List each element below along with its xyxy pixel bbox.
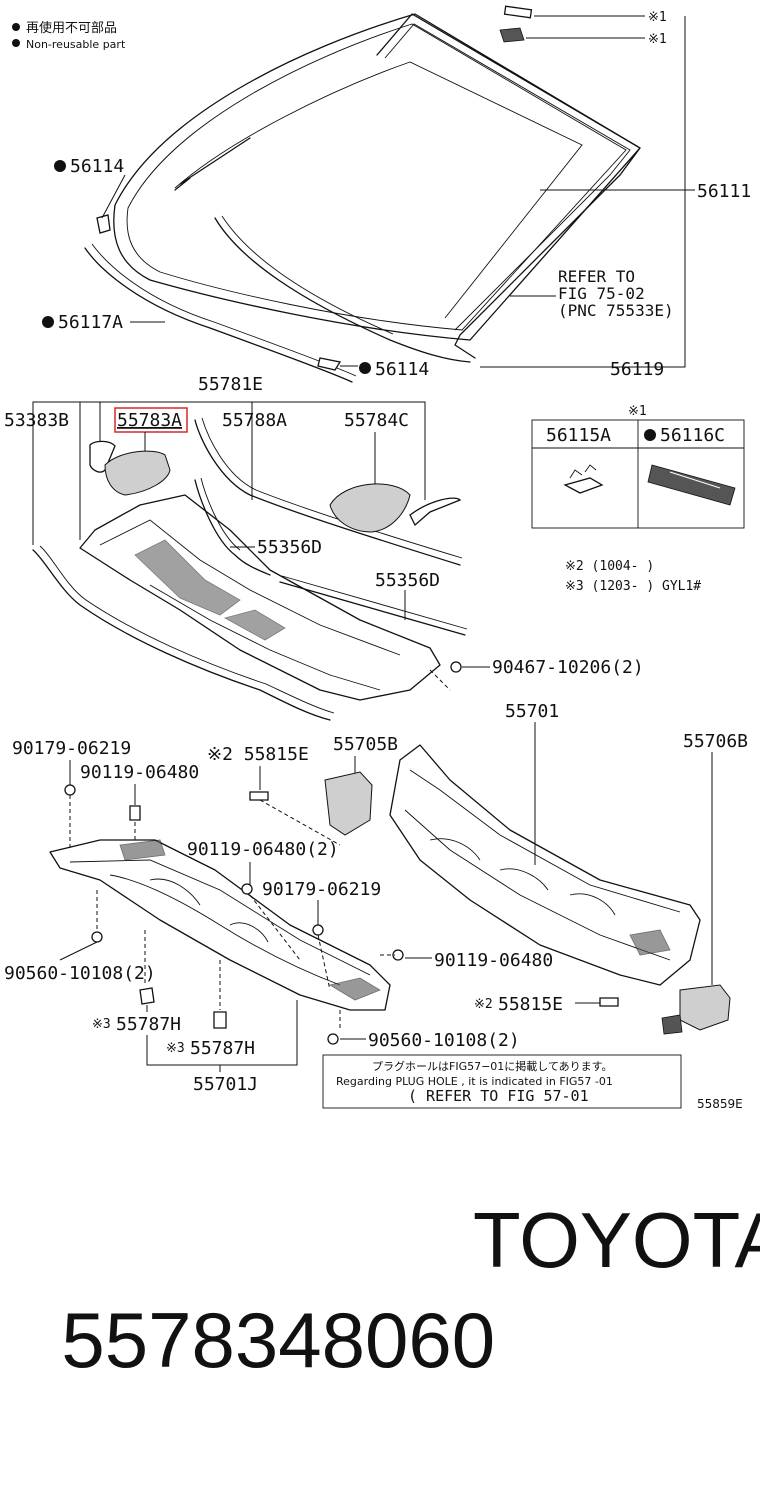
weatherstrip [214,217,471,363]
refer-line-1: REFER TO [558,267,635,286]
windshield-molding-56119 [376,13,641,359]
clip-56114 [96,214,111,234]
label-56114: 56114 [70,156,124,177]
brand-name: TOYOTA [473,1196,760,1284]
parts-diagram: 再使用不可部品 Non-reusable part ※1 ※1 56111 56… [4,5,751,1111]
label-90119-c: 90119-06480 [434,950,553,971]
clip-56114-bottom [317,357,342,371]
highlight-box [114,407,188,433]
label-55784c: 55784C [344,410,409,431]
plug-note-jp: プラグホールはFIG57−01に掲載してあります。 [372,1059,613,1073]
label-90179-b: 90179-06219 [262,879,381,900]
clip-55787h-b [213,1011,227,1029]
label-55706b: 55706B [683,731,748,752]
bracket-55705b [324,771,373,836]
label-90560-a: 90560-10108(2) [4,963,156,984]
label-55788a: 55788A [222,410,287,431]
rubber-53383b [32,549,331,721]
clip-top [503,5,533,19]
label-55815e-b: 55815E [498,994,563,1015]
cowl-panel-55701 [389,744,701,986]
clip-55815e-a [249,791,269,801]
label-mark1-a: ※1 [648,10,667,25]
footer: 5578348060 TOYOTA [18,1190,760,1384]
label-55787h-a: 55787H [116,1014,181,1035]
label-56116c: 56116C [660,425,725,446]
clip-55706b [661,1014,683,1035]
label-90119-b: 90119-06480(2) [187,839,339,860]
label-55701j: 55701J [193,1074,258,1095]
legend-en: Non-reusable part [26,38,126,51]
label-55356d-a: 55356D [257,537,322,558]
label-mark3-b: ※3 [166,1041,185,1056]
label-90119-a: 90119-06480 [80,762,199,783]
label-55356d-b: 55356D [375,570,440,591]
label-mark2: ※2 [474,997,493,1012]
clip-55787h-a [139,987,155,1005]
clip-90119-c [392,949,404,961]
cover-55783a [104,450,171,496]
clip-90467 [450,661,462,673]
label-mark1-b: ※1 [648,32,667,47]
label-56111: 56111 [697,181,751,202]
label-56119: 56119 [610,359,664,380]
label-55815e-a: ※2 55815E [207,744,309,765]
label-56115a: 56115A [546,425,611,446]
note-3: ※3 (1203- ) GYL1# [565,579,701,594]
legend-jp: 再使用不可部品 [26,20,117,36]
label-56117a: 56117A [58,312,123,333]
plug-note-en: Regarding PLUG HOLE , it is indicated in… [336,1075,613,1088]
cover-55784c [329,483,411,533]
seal-strip [409,497,462,527]
refer-line-2: FIG 75-02 [558,284,645,303]
bracket-55706b [679,984,731,1031]
label-mark3-a: ※3 [92,1017,111,1032]
part-56115a [563,477,604,494]
cowl-panel-55701j [49,839,391,1011]
strip-55356d-b [279,581,466,636]
cowl-panel-55781e [79,494,441,701]
plug-note-ref: ( REFER TO FIG 57-01 [408,1087,589,1105]
clip-90560-b [327,1033,339,1045]
plug-note-box [322,1054,682,1109]
label-90179-a: 90179-06219 [12,738,131,759]
windshield-glass [113,13,641,341]
label-55701: 55701 [505,701,559,722]
bolt-90119-a [129,805,141,821]
clip-90560-a [91,931,103,943]
strip-55356d-a [194,479,271,576]
figure-code: 55859E [697,1097,743,1111]
legend-bullet [12,39,20,47]
label-56114-b: 56114 [375,359,429,380]
refer-line-3: (PNC 75533E) [558,301,674,320]
clip-small [499,27,525,43]
part-56116c [647,464,736,506]
legend-bullet [12,23,20,31]
part-number: 5578348060 [61,1296,496,1384]
label-55781e: 55781E [198,374,263,395]
note-2: ※2 (1004- ) [565,559,654,574]
clip-90179-a [64,784,76,796]
label-90560-b: 90560-10108(2) [368,1030,520,1051]
side-molding-56117a [84,247,353,383]
label-53383b: 53383B [4,410,69,431]
label-90467: 90467-10206(2) [492,657,644,678]
inset-mark: ※1 [628,404,647,419]
label-55787h-b: 55787H [190,1038,255,1059]
label-55705b: 55705B [333,734,398,755]
label-55783a: 55783A [117,410,182,431]
strip-55788a [194,419,461,566]
